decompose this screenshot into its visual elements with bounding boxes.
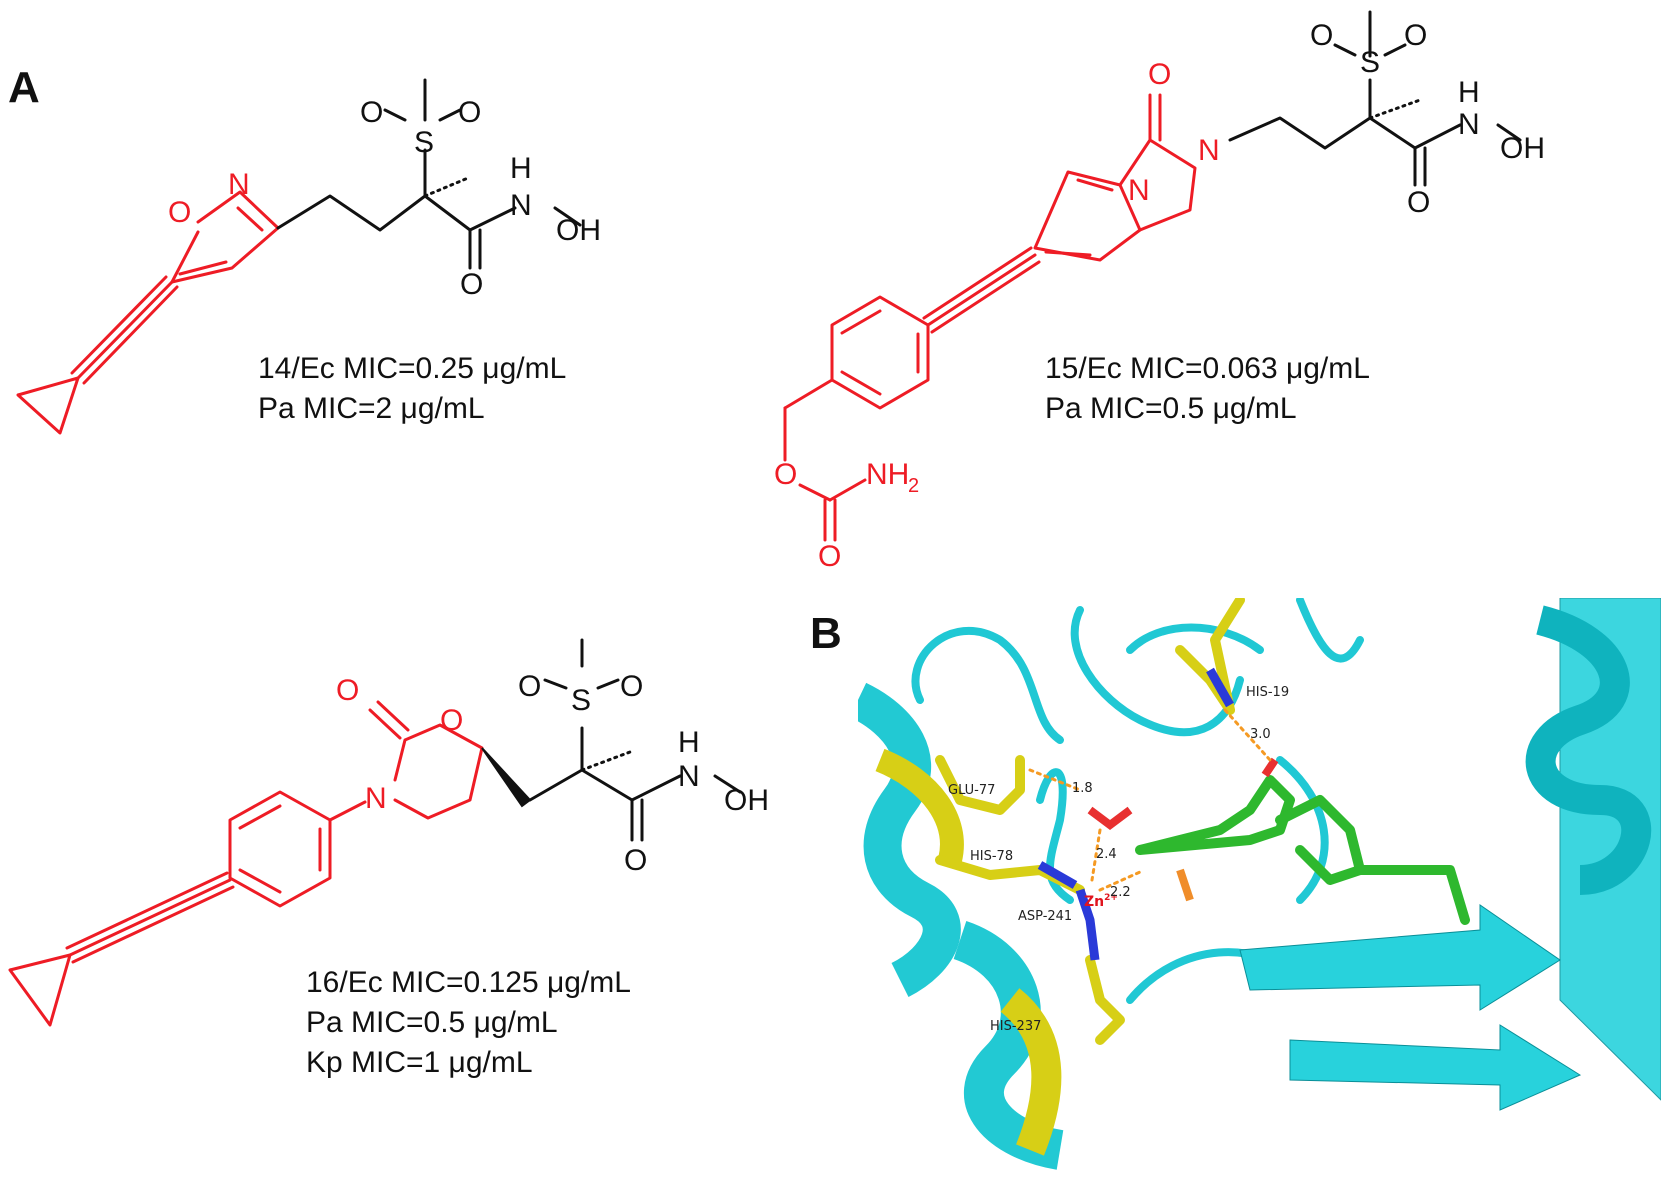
- compound-15-caption-line2: Pa MIC=0.5 μg/mL: [1045, 392, 1297, 425]
- distance-label-zn-a: 2.4: [1096, 847, 1117, 862]
- atom-o-15e: O: [818, 540, 841, 573]
- atom-n-16: N: [365, 782, 387, 815]
- atom-n-14b: N: [510, 189, 532, 222]
- panel-label-b: B: [810, 609, 842, 658]
- distance-label-zn-b: 2.2: [1110, 885, 1131, 900]
- atom-h-15: H: [1458, 76, 1480, 109]
- atom-o-14c: O: [460, 268, 483, 301]
- atom-h-16: H: [678, 726, 700, 759]
- atom-o-16d: O: [620, 670, 643, 703]
- compound-14-caption-line2: Pa MIC=2 μg/mL: [258, 392, 485, 425]
- atom-nh-15: NH: [866, 458, 909, 491]
- atom-n-14: N: [228, 168, 250, 201]
- atom-o-15: O: [1148, 58, 1171, 91]
- compound-16-caption-line1: 16/Ec MIC=0.125 μg/mL: [306, 966, 631, 999]
- compound-16-caption-line2: Pa MIC=0.5 μg/mL: [306, 1006, 558, 1039]
- distance-label-his19: 3.0: [1250, 727, 1271, 742]
- distance-label-glu77: 1.8: [1072, 781, 1093, 796]
- atom-s-16: S: [571, 684, 591, 717]
- atom-n-16b: N: [678, 760, 700, 793]
- atom-o-15a: O: [1310, 19, 1333, 52]
- atom-o-15d: O: [774, 458, 797, 491]
- atom-h-14: H: [510, 152, 532, 185]
- atom-n-15c: N: [1458, 108, 1480, 141]
- atom-s-14: S: [414, 126, 434, 159]
- atom-o-15c: O: [1407, 186, 1430, 219]
- residue-label-his78: HIS-78: [970, 849, 1013, 864]
- atom-sub2-15: 2: [908, 475, 919, 497]
- atom-n-15b: N: [1198, 134, 1220, 167]
- residue-label-glu77: GLU-77: [948, 783, 995, 798]
- panel-label-a: A: [8, 63, 40, 112]
- residue-label-asp241: ASP-241: [1018, 909, 1072, 924]
- atom-o-16b: O: [440, 704, 463, 737]
- atom-o-15b: O: [1404, 19, 1427, 52]
- binding-site-render: [858, 598, 1661, 1178]
- atom-oh-15: OH: [1500, 132, 1545, 165]
- compound-15-structure: [783, 10, 1522, 542]
- residue-label-his237: HIS-237: [990, 1019, 1041, 1034]
- zinc-ion-label: Zn2+: [1084, 893, 1118, 910]
- compound-16-caption-line3: Kp MIC=1 μg/mL: [306, 1046, 533, 1079]
- atom-s-15: S: [1360, 46, 1380, 79]
- compound-15-caption-line1: 15/Ec MIC=0.063 μg/mL: [1045, 352, 1370, 385]
- atom-oh-16: OH: [724, 784, 769, 817]
- compound-16-structure: [8, 638, 742, 1027]
- atom-o-14a: O: [360, 96, 383, 129]
- compound-14-caption-line1: 14/Ec MIC=0.25 μg/mL: [258, 352, 566, 385]
- atom-oh-14: OH: [556, 214, 601, 247]
- atom-n-15a: N: [1128, 174, 1150, 207]
- residue-label-his19: HIS-19: [1246, 685, 1289, 700]
- atom-o-16e: O: [624, 844, 647, 877]
- atom-o-16a: O: [336, 674, 359, 707]
- compound-14-structure: [16, 78, 582, 435]
- atom-o-16c: O: [518, 670, 541, 703]
- atom-o-14: O: [168, 196, 191, 229]
- atom-o-14b: O: [458, 96, 481, 129]
